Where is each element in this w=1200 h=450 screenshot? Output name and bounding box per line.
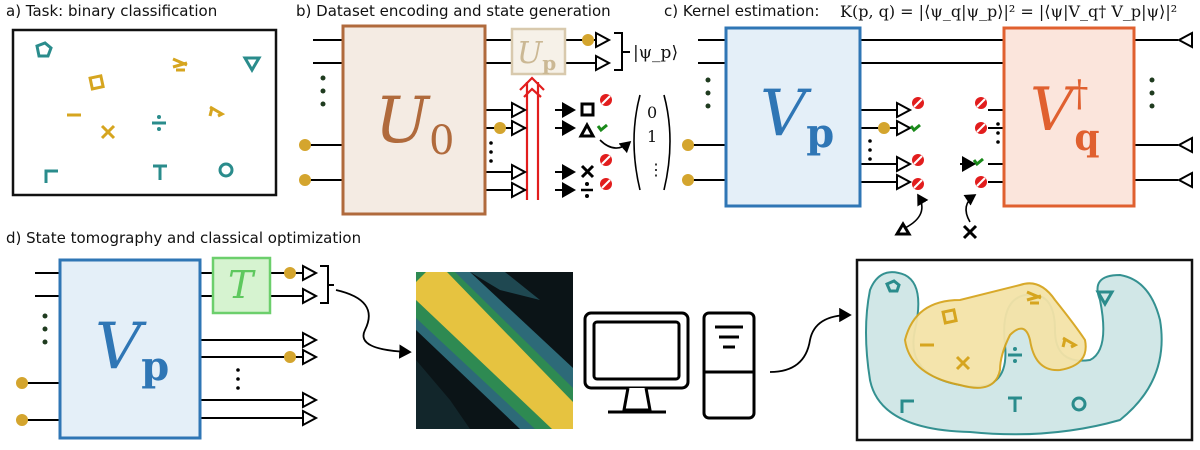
vector-dots: ⋮: [648, 160, 664, 179]
vp-label-c: Vp: [760, 77, 834, 157]
wire-dots-d: [42, 313, 240, 390]
wire-dots-c: [705, 77, 1155, 161]
up-gate: [510, 27, 567, 76]
panel-d-title: d) State tomography and classical optimi…: [6, 229, 362, 247]
divide-point: [152, 115, 166, 131]
classified-points: [885, 279, 1115, 413]
triangle-sample-c: [894, 221, 912, 236]
result-marks-c: [909, 97, 987, 190]
psi-p-label: |ψ_p⟩: [633, 43, 678, 63]
vp-label-d: Vp: [95, 310, 169, 390]
square-sample: [580, 102, 595, 117]
vector-0: 0: [647, 103, 657, 122]
result-marks-b: [596, 94, 612, 190]
panel-b: U0 Up: [299, 24, 678, 216]
vq-gate-c: [1002, 26, 1136, 208]
red-feed-arrows: [512, 76, 545, 200]
vp-gate-d: [58, 258, 202, 440]
kernel-formula: K(p, q) = |⟨ψ_q|ψ_p⟩|² = |⟨ψ|V_q† V_p|ψ⟩…: [840, 2, 1177, 21]
u0-gate: [341, 24, 487, 216]
divide-sample: [581, 182, 593, 198]
panel-b-title: b) Dataset encoding and state generation: [296, 2, 611, 20]
t-point: [153, 164, 167, 180]
triangle-sample: [578, 121, 596, 138]
qubit-dots-b: [299, 34, 594, 186]
angle-point: [208, 105, 226, 118]
t-gate: [211, 256, 272, 315]
triangle-point: [242, 56, 262, 73]
square-point: [88, 74, 105, 91]
cross-point: [100, 124, 116, 140]
panel-c-title: c) Kernel estimation:: [664, 2, 820, 20]
measurements-c-left: [896, 101, 913, 191]
corner-point: [44, 169, 58, 183]
t-label: T: [228, 263, 256, 307]
cross-sample-c: [962, 224, 978, 240]
cross-sample: [580, 164, 595, 179]
up-label: Up: [517, 36, 556, 75]
panel-c: Vp V†q: [682, 26, 1193, 240]
circle-point: [218, 162, 234, 178]
x-bar-point: [172, 57, 188, 72]
vq-label-c: V†q: [1030, 74, 1100, 159]
measurements-d: [302, 264, 319, 427]
wire-dots-b: [320, 75, 493, 163]
kernel-heatmap: [416, 272, 573, 429]
vector-1: 1: [647, 127, 657, 146]
vp-gate-c: [724, 26, 862, 208]
u0-label: U0: [375, 84, 454, 164]
panel-a-title: a) Task: binary classification: [6, 2, 218, 20]
dataset-points: [35, 41, 262, 183]
measurements-b: [511, 31, 612, 199]
computer-icon: [583, 311, 756, 420]
pentagon-point: [35, 41, 53, 58]
measurements-c-right: [1176, 31, 1193, 189]
panel-d: Vp T: [16, 256, 1194, 442]
